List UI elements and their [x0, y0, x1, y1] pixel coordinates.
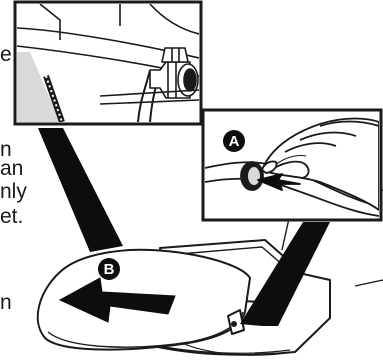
callout-b-label: B: [104, 261, 115, 278]
callout-a-label: A: [229, 133, 240, 150]
inset-water-valve: [15, 2, 201, 124]
callout-b: B: [98, 258, 120, 280]
callout-a: A: [223, 130, 245, 152]
inset-release-button: [203, 110, 381, 220]
connector-top-inset: [38, 128, 123, 252]
